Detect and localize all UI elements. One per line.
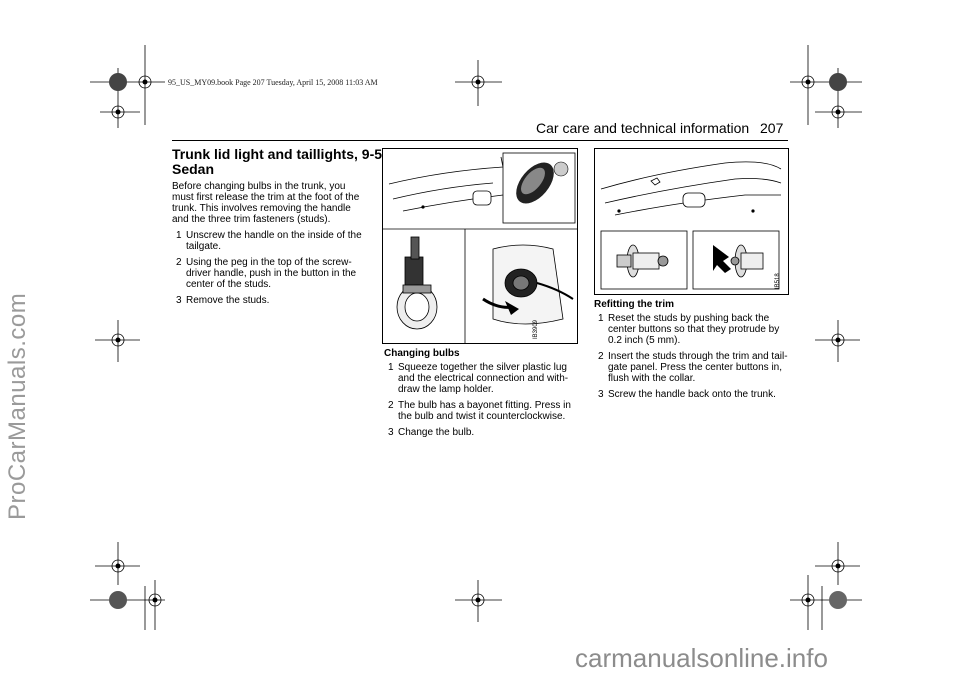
running-header: Car care and technical information	[536, 120, 750, 136]
bulb-step: 1 Squeeze together the silver plastic lu…	[384, 362, 578, 395]
bulb-step: 2 The bulb has a bayonet fitting. Press …	[384, 400, 578, 422]
step-text: Unscrew the handle on the inside of the …	[186, 230, 362, 252]
figure-code: IB518	[775, 273, 781, 289]
changing-bulbs-heading: Changing bulbs	[384, 348, 460, 359]
step-number: 3	[176, 295, 182, 306]
step-number: 2	[598, 351, 604, 362]
book-header: 95_US_MY09.book Page 207 Tuesday, April …	[168, 78, 378, 87]
refit-step: 1 Reset the studs by pushing back the ce…	[594, 313, 790, 346]
page-number: 207	[760, 120, 784, 136]
step-number: 1	[388, 362, 394, 373]
refitting-heading: Refitting the trim	[594, 299, 674, 310]
remove-step: 2 Using the peg in the top of the screw-…	[172, 257, 368, 290]
step-number: 1	[598, 313, 604, 324]
side-watermark: ProCarManuals.com	[4, 292, 31, 520]
lamp-holder-illustration	[383, 152, 577, 343]
section-title: Trunk lid light and taillights, 9-5 Seda…	[172, 146, 383, 177]
step-text: The bulb has a bayonet fitting. Press in…	[398, 400, 571, 422]
refit-step: 2 Insert the studs through the trim and …	[594, 351, 790, 384]
refit-step: 3 Screw the handle back onto the trunk.	[594, 389, 790, 400]
remove-step: 1 Unscrew the handle on the inside of th…	[172, 230, 368, 252]
step-text: Change the bulb.	[398, 427, 475, 438]
studs-illustration	[600, 161, 782, 290]
step-text: Screw the handle back onto the trunk.	[608, 389, 776, 400]
step-number: 3	[598, 389, 604, 400]
figure-studs: IB518	[594, 148, 789, 295]
right-column: Refitting the trim 1 Reset the studs by …	[594, 299, 790, 405]
step-number: 3	[388, 427, 394, 438]
step-number: 2	[176, 257, 182, 268]
step-text: Using the peg in the top of the screw-dr…	[186, 257, 357, 290]
bulb-step: 3 Change the bulb.	[384, 427, 578, 438]
step-number: 2	[388, 400, 394, 411]
step-text: Remove the studs.	[186, 295, 270, 306]
middle-column: Changing bulbs 1 Squeeze together the si…	[384, 348, 578, 443]
bottom-watermark: carmanualsonline.info	[575, 643, 828, 673]
figure-lamp-holder: IB3909	[382, 148, 578, 344]
step-text: Squeeze together the silver plastic lug …	[398, 362, 569, 395]
remove-step: 3 Remove the studs.	[172, 295, 368, 306]
step-text: Reset the studs by pushing back the cent…	[608, 313, 780, 346]
header-rule	[172, 140, 788, 141]
step-number: 1	[176, 230, 182, 241]
left-column: Before changing bulbs in the trunk, you …	[172, 181, 368, 311]
step-text: Insert the studs through the trim and ta…	[608, 351, 788, 384]
intro-paragraph: Before changing bulbs in the trunk, you …	[172, 181, 360, 225]
figure-code: IB3909	[533, 319, 539, 339]
